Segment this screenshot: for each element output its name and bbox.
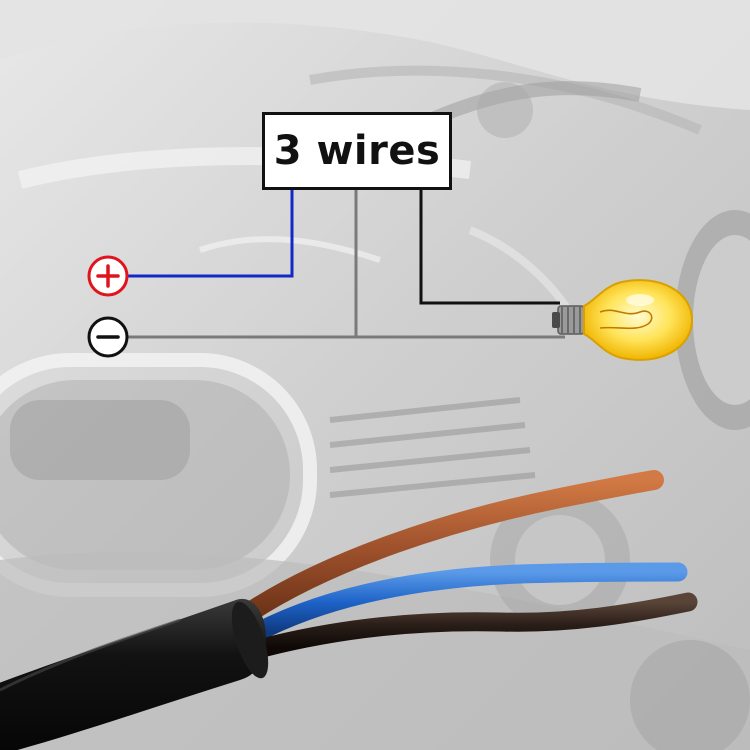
- three-core-cable: [0, 470, 698, 750]
- wire-count-label: 3 wires: [273, 128, 441, 174]
- wire-count-label-box: 3 wires: [262, 112, 452, 190]
- positive-terminal-icon: [87, 255, 129, 297]
- wiring-schematic: [87, 190, 694, 361]
- cable-sheath: [0, 598, 266, 750]
- black-wire: [252, 592, 698, 658]
- light-bulb-icon: [552, 279, 694, 361]
- lamp-wire: [419, 190, 560, 305]
- brown-wire: [240, 470, 664, 622]
- positive-wire: [128, 190, 294, 278]
- negative-terminal-icon: [87, 316, 129, 358]
- blue-wire: [248, 562, 688, 642]
